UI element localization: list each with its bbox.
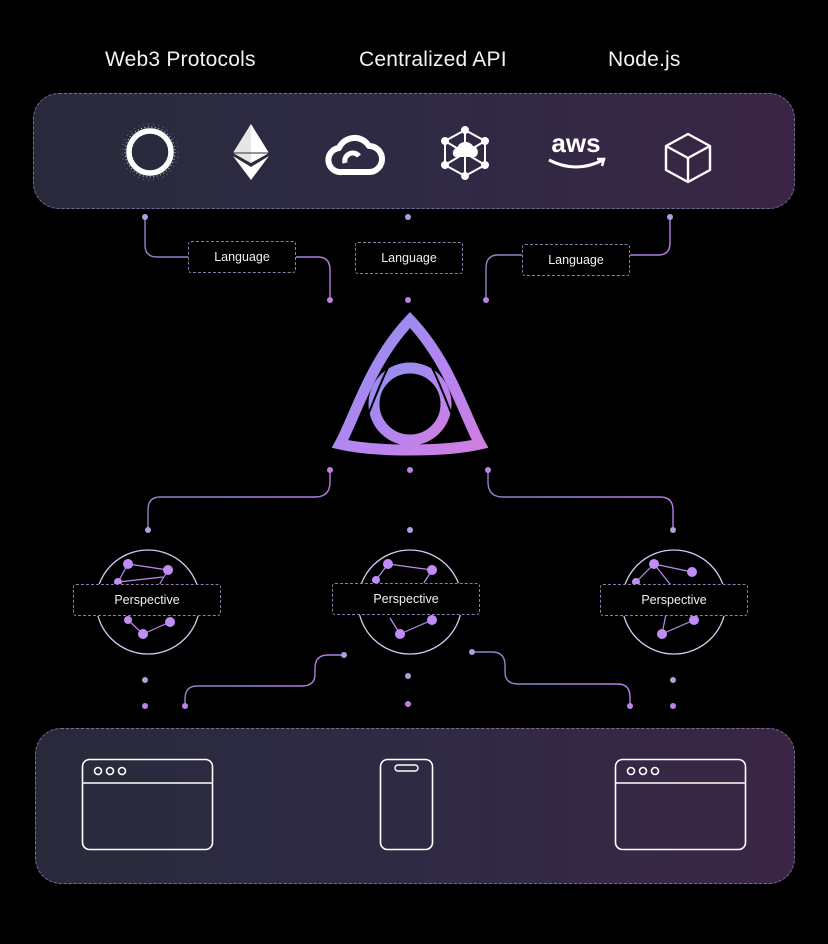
language-tag: Language [522, 244, 630, 276]
ethereum-icon [233, 124, 269, 180]
header-web3-protocols: Web3 Protocols [105, 48, 256, 71]
perspective-tag: Perspective [73, 584, 221, 616]
clients-panel [35, 728, 795, 884]
triquetra-logo-icon [331, 312, 489, 456]
google-cloud-icon [325, 134, 385, 176]
aws-icon: aws [548, 128, 606, 169]
svg-text:aws: aws [551, 128, 600, 158]
browser-window-icon [81, 758, 214, 851]
language-tag: Language [188, 241, 296, 273]
providers-panel [33, 93, 795, 209]
cube-icon [664, 132, 712, 184]
header-centralized-api: Centralized API [359, 48, 507, 71]
browser-window-icon [614, 758, 747, 851]
language-tag: Language [355, 242, 463, 274]
ring-icon [121, 123, 179, 181]
mobile-phone-icon [379, 758, 434, 851]
holochain-network-icon [441, 126, 489, 180]
perspective-tag: Perspective [332, 583, 480, 615]
header-nodejs: Node.js [608, 48, 681, 71]
perspective-tag: Perspective [600, 584, 748, 616]
